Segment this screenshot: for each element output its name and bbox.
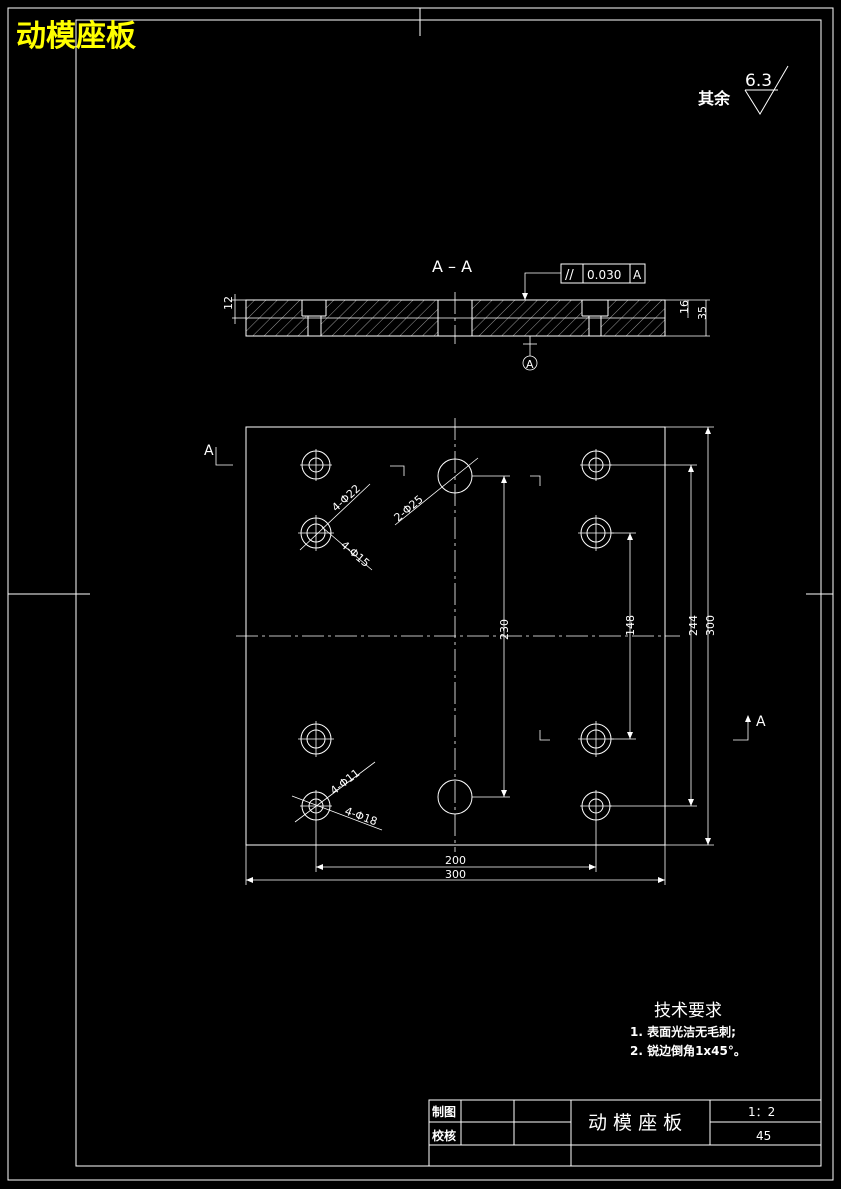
hole-mid-right — [578, 515, 614, 551]
dim-35: 35 — [696, 306, 709, 320]
section-marker-right-label: A — [756, 714, 766, 730]
surface-finish-symbol: 其余 6.3 — [698, 65, 789, 115]
dim-244: 244 — [687, 615, 700, 636]
plan-view: A A — [204, 418, 766, 885]
hole-bottom-mid-left — [298, 721, 334, 757]
callout-4-15: 4-Φ15 — [338, 538, 372, 570]
hole-bottom-mid-right — [578, 721, 614, 757]
callout-4-11: 4-Φ11 — [328, 766, 363, 797]
dim-12: 12 — [222, 296, 235, 310]
surface-finish-label: 其余 — [698, 89, 731, 108]
callout-4-18: 4-Φ18 — [343, 805, 379, 829]
section-marker-right: A — [733, 714, 766, 741]
title-block-part-name: 动 模 座 板 — [588, 1112, 682, 1134]
tech-requirements-heading: 技术要求 — [654, 1001, 722, 1021]
hole-mid-left — [298, 515, 334, 551]
datum-a-label: A — [526, 358, 534, 371]
section-label: A – A — [432, 257, 472, 276]
tolerance-datum: A — [633, 268, 642, 282]
dim-148: 148 — [624, 615, 637, 636]
title-block: 制图 校核 动 模 座 板 1：2 45 — [428, 1099, 822, 1167]
section-view: A – A // 0.030 A — [222, 257, 710, 371]
tech-requirements: 技术要求 1. 表面光洁无毛刺; 2. 锐边倒角1x45°。 — [630, 1001, 746, 1058]
inner-border — [75, 19, 822, 1167]
section-marker-left: A — [204, 443, 233, 466]
tolerance-value: 0.030 — [587, 268, 621, 282]
title-block-material: 45 — [756, 1129, 771, 1143]
title-block-checked: 校核 — [432, 1128, 456, 1143]
dim-300-vertical: 300 — [704, 615, 717, 636]
hole-top-left — [300, 449, 332, 481]
dim-200: 200 — [445, 854, 466, 867]
dim-16: 16 — [678, 300, 691, 314]
surface-finish-value: 6.3 — [745, 71, 772, 91]
drawing-title: 动模座板 — [16, 19, 136, 54]
parallelism-symbol: // — [565, 268, 574, 283]
section-marker-left-label: A — [204, 443, 214, 459]
tech-requirement-2: 2. 锐边倒角1x45°。 — [630, 1043, 746, 1058]
title-block-scale: 1：2 — [748, 1105, 775, 1119]
tolerance-frame: // 0.030 A — [522, 263, 646, 300]
callout-2-25: 2-Φ25 — [392, 493, 426, 525]
hole-bottom-right — [580, 790, 612, 822]
hole-top-right — [580, 449, 612, 481]
callout-4-22: 4-Φ22 — [329, 482, 363, 514]
dim-300-horizontal: 300 — [445, 868, 466, 881]
title-block-drawn: 制图 — [432, 1104, 456, 1119]
tech-requirement-1: 1. 表面光洁无毛刺; — [630, 1024, 736, 1039]
dim-230: 230 — [498, 619, 511, 640]
